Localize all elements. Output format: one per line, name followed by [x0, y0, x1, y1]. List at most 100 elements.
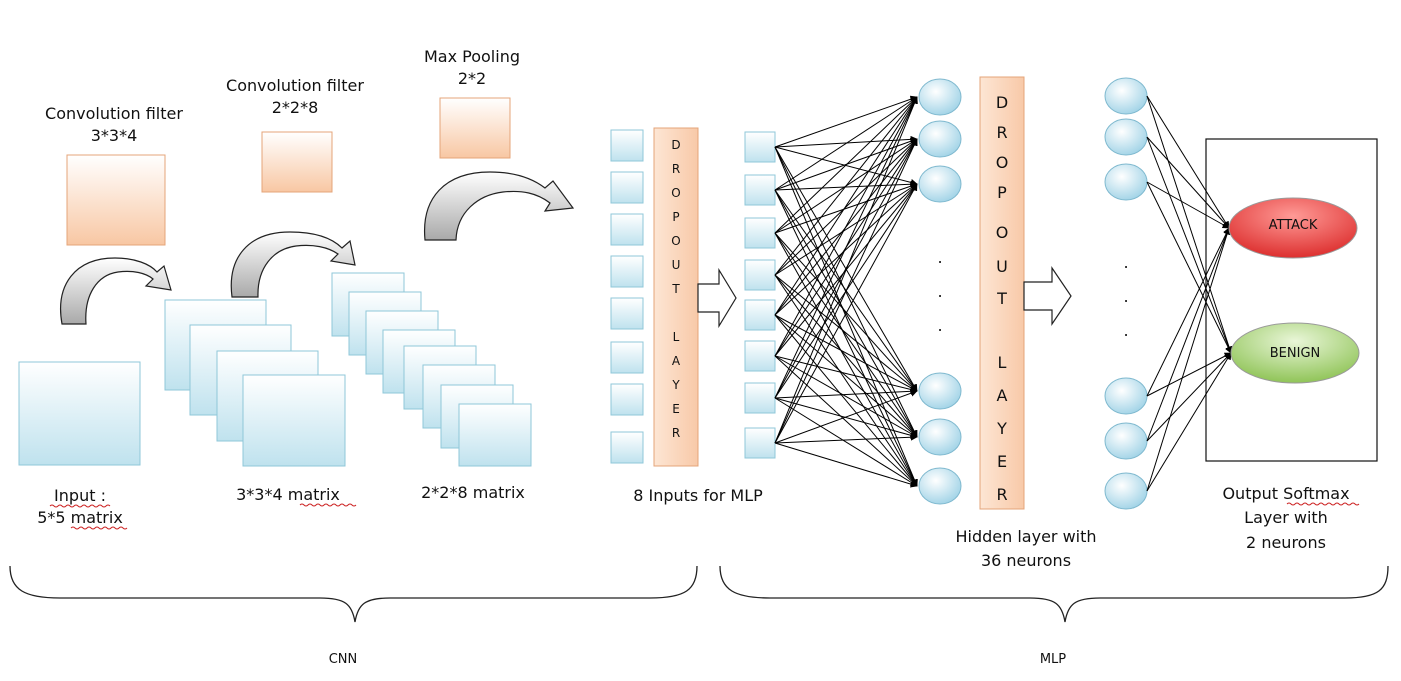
dropped-input-unit [610, 171, 644, 204]
connection-line [774, 183, 918, 276]
hidden-neuron [1104, 118, 1148, 156]
conv-1-feature-maps [164, 299, 346, 467]
hidden-neuron [918, 372, 962, 410]
conv-1-matrix-label: 3*3*4 matrix [236, 485, 340, 504]
conv-filter-2-label-line1: Convolution filter [226, 76, 364, 95]
connection-line [774, 183, 918, 444]
hidden-neuron [918, 418, 962, 456]
dropout-letter: L [998, 353, 1007, 372]
mlp-inputs-label: 8 Inputs for MLP [633, 486, 763, 505]
connection-line [774, 96, 918, 316]
connection-line [774, 138, 918, 444]
hidden-neuron [1104, 377, 1148, 415]
dropout-letter: A [672, 354, 681, 368]
hidden-ellipsis-dot: . [937, 316, 942, 335]
attack-class-label: ATTACK [1269, 218, 1318, 233]
dropout-letter: R [672, 426, 680, 440]
connection-line [774, 314, 918, 438]
dropout-letter: O [996, 153, 1009, 172]
dropped-input-unit [610, 383, 644, 416]
cnn-section-label: CNN [329, 652, 358, 667]
hidden-neuron [1104, 422, 1148, 460]
connection-line [1146, 352, 1232, 492]
dropout-letter: P [672, 210, 679, 224]
connection-line [774, 96, 918, 399]
connection-line [1146, 181, 1232, 354]
benign-output-neuron [1230, 322, 1360, 384]
connection-line [774, 182, 918, 234]
dropout-letter: P [997, 183, 1007, 202]
mlp-input-unit [744, 131, 776, 163]
dropout-letter: Y [671, 378, 680, 392]
spellcheck-underline [70, 526, 128, 530]
dropout-letter: Y [996, 419, 1007, 438]
connection-line [774, 180, 918, 191]
hidden-ellipsis-dot: . [937, 248, 942, 267]
conv-2-matrix-label: 2*2*8 matrix [421, 483, 525, 502]
hidden-neuron-column-after-dropout [1104, 77, 1148, 510]
connection-line [774, 96, 918, 276]
max-pooling-box [439, 97, 511, 159]
connection-line [1146, 95, 1233, 354]
input-matrix [18, 361, 141, 466]
hidden-neuron [918, 120, 962, 158]
dropped-input-unit [610, 213, 644, 246]
connection-line [1146, 227, 1231, 442]
hidden-neuron [1104, 163, 1148, 201]
mlp-input-unit [744, 427, 776, 459]
connection-line [1146, 136, 1230, 229]
max-pooling-label-line1: Max Pooling [424, 47, 520, 66]
hidden-neuron [918, 467, 962, 505]
dropout-letter: U [996, 257, 1008, 276]
connection-line [774, 146, 918, 487]
input-label-line1: Input : [54, 486, 106, 505]
hidden-neuron [918, 165, 962, 203]
curved-arrow-2 [230, 231, 356, 298]
connection-line [774, 138, 918, 399]
connection-line [774, 433, 918, 444]
input-to-hidden-connections [774, 95, 918, 488]
connection-line [1146, 95, 1230, 229]
spellcheck-underline [1286, 502, 1360, 506]
hidden-layer-label-line2: 36 neurons [981, 551, 1071, 570]
dropout-letter: E [997, 452, 1007, 471]
connection-line [1146, 352, 1232, 397]
dropout-letter: T [996, 289, 1007, 308]
conv-filter-1-label-line2: 3*3*4 [91, 126, 138, 145]
spellcheck-underline [49, 504, 111, 508]
mlp-input-column [744, 131, 776, 459]
input-label-line2: 5*5 matrix [37, 508, 123, 527]
connection-line [1146, 227, 1230, 397]
mlp-input-unit [744, 382, 776, 414]
output-layer-box [1205, 138, 1378, 462]
conv-filter-1-label-line1: Convolution filter [45, 104, 183, 123]
mlp-section-label: MLP [1040, 652, 1066, 667]
dropout-layer-2-text: D R O P O U T L A Y E R [996, 93, 1009, 504]
hidden-neuron [918, 78, 962, 116]
mlp-input-unit [744, 174, 776, 206]
connection-line [1146, 181, 1230, 229]
connection-line [774, 232, 918, 487]
dropout-letter: R [672, 162, 680, 176]
connection-line [774, 232, 918, 438]
connection-line [774, 138, 918, 276]
dropout-letter: O [671, 234, 680, 248]
connection-line [774, 314, 918, 487]
dropout-layer-2 [979, 76, 1025, 510]
dropout-letter: T [671, 282, 680, 296]
mlp-input-unit [744, 299, 776, 331]
spellcheck-underline [299, 503, 357, 507]
dropped-input-unit [610, 341, 644, 374]
connection-line [774, 232, 918, 392]
dropout-letter: U [672, 258, 681, 272]
connection-line [774, 442, 918, 488]
block-arrow-right [1023, 266, 1072, 326]
curved-arrow-1 [60, 257, 172, 325]
connection-line [774, 96, 918, 234]
connection-line [774, 95, 918, 148]
hidden-ellipsis-dot: . [1123, 287, 1128, 306]
conv-filter-1-box [66, 154, 166, 246]
dropout-letter: O [996, 223, 1009, 242]
dropout-letter: L [673, 330, 680, 344]
mlp-input-unit [744, 259, 776, 291]
